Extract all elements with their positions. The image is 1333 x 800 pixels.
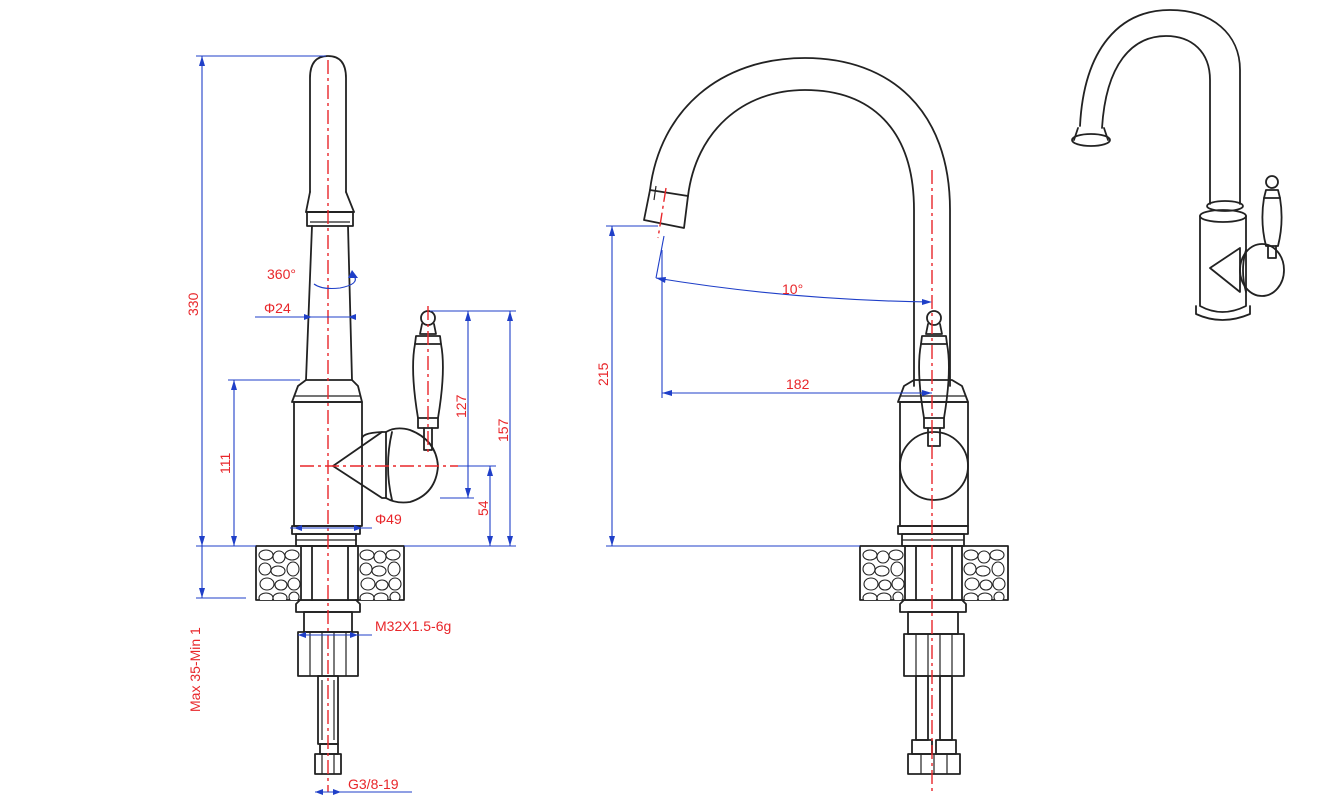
handle-top-label: 127 xyxy=(453,394,469,418)
total-height-label: 330 xyxy=(185,292,201,316)
front-view: 215 10° 182 xyxy=(595,57,1009,792)
dim-handle-heights: 127 157 54 xyxy=(404,310,516,547)
dim-thread: M32X1.5-6g xyxy=(298,618,451,638)
deck-section-left xyxy=(255,545,405,601)
rotation-label: 360° xyxy=(267,266,296,282)
handle-axis-label: 54 xyxy=(475,500,491,516)
spout-height-label: 215 xyxy=(595,362,611,386)
spout-diameter-label: Φ24 xyxy=(264,300,291,316)
deck-thickness-label: Max 35-Min 1 xyxy=(187,627,203,712)
handle-height-label: 157 xyxy=(495,418,511,442)
gooseneck-spout-front xyxy=(643,57,951,387)
lever-handle-front xyxy=(918,310,950,447)
centerline-outlet xyxy=(657,187,667,239)
rotation-indicator: 360° xyxy=(267,266,358,290)
base-diameter-label: Φ49 xyxy=(375,511,402,527)
faucet-body-side xyxy=(291,55,439,547)
perspective-view xyxy=(1071,9,1285,321)
dim-spout-height: 215 xyxy=(595,225,860,547)
dim-total-height: 330 xyxy=(185,55,326,547)
faucet-body-front xyxy=(897,379,969,547)
dim-spout-reach: 182 xyxy=(661,250,932,398)
dim-hose-thread: G3/8-19 xyxy=(315,776,412,795)
deck-section-right xyxy=(859,545,1009,601)
hose-thread-label: G3/8-19 xyxy=(348,776,399,792)
underdeck-fixings-front xyxy=(899,599,967,775)
spout-reach-label: 182 xyxy=(786,376,810,392)
thread-label: M32X1.5-6g xyxy=(375,618,451,634)
spout-angle-label: 10° xyxy=(782,281,803,297)
dim-deck-thickness: Max 35-Min 1 xyxy=(187,546,246,712)
dim-base-diameter: Φ49 xyxy=(290,511,402,531)
side-view: 360° Φ24 330 111 xyxy=(185,55,516,795)
dim-spout-angle: 10° xyxy=(655,235,932,305)
body-height-label: 111 xyxy=(217,453,233,474)
dim-body-height: 111 xyxy=(217,379,300,546)
dim-spout-diameter: Φ24 xyxy=(255,300,356,320)
